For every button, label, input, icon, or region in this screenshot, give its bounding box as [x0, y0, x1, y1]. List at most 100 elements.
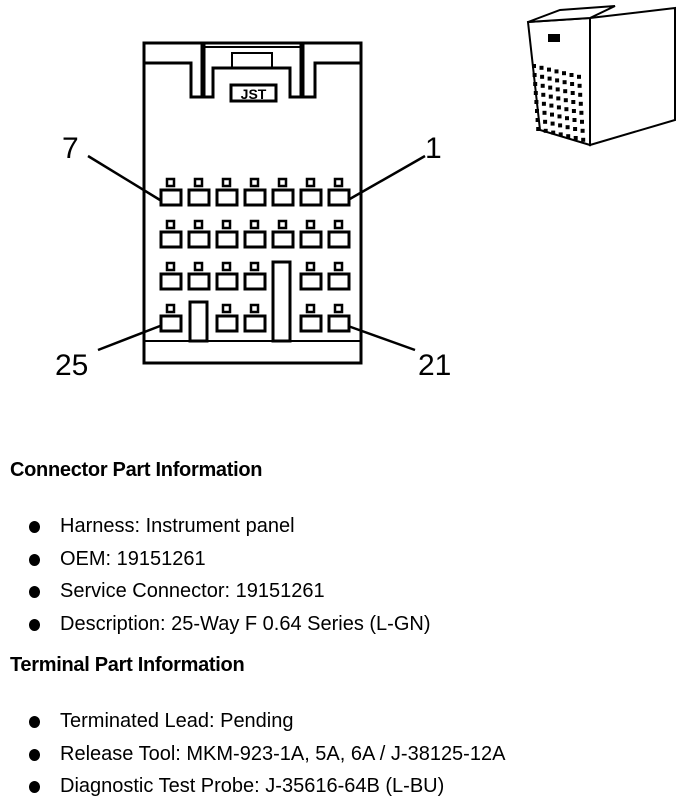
- thumb-cavity: [571, 100, 576, 104]
- terminal-lock-window: [333, 303, 344, 314]
- thumb-cavity: [577, 74, 581, 79]
- thumb-cavity: [570, 82, 575, 86]
- terminal-cavity: [215, 272, 239, 291]
- thumb-cavity: [558, 132, 563, 137]
- thumb-cavity: [547, 76, 552, 81]
- terminal-lock-window: [249, 219, 260, 230]
- thumb-cavity: [565, 116, 569, 121]
- list-item: Release Tool: MKM-923-1A, 5A, 6A / J-381…: [0, 741, 505, 774]
- thumb-cavity: [562, 71, 566, 76]
- list-item: OEM: 19151261: [0, 546, 430, 579]
- connector-info-title: Connector Part Information: [10, 459, 263, 481]
- list-item: Diagnostic Test Probe: J-35616-64B (L-BU…: [0, 773, 505, 806]
- terminal-cavity: [271, 188, 295, 207]
- housing-top-right-band: [300, 61, 361, 99]
- terminal-lock-window: [305, 303, 316, 314]
- terminal-cavity: [299, 230, 323, 249]
- terminal-cavity: [215, 314, 239, 333]
- cavity-grid: [159, 177, 351, 333]
- connector-housing: [142, 41, 363, 365]
- thumb-cavity: [565, 125, 570, 130]
- thumb-cavity: [580, 128, 585, 133]
- terminal-cavity: [299, 188, 323, 207]
- housing-top-left-band: [144, 61, 205, 99]
- bullet-icon: [29, 618, 40, 631]
- connector-face-diagram: JST 7 1 25 21: [55, 41, 451, 382]
- terminal-cavity: [327, 314, 351, 333]
- thumb-cavity: [534, 100, 539, 104]
- thumb-cavity: [573, 127, 578, 131]
- thumb-cavity: [535, 118, 540, 122]
- terminal-lock-window: [165, 303, 176, 314]
- list-item: Description: 25-Way F 0.64 Series (L-GN): [0, 611, 430, 644]
- terminal-cavity: [159, 314, 183, 333]
- brand-label-box: [229, 83, 278, 103]
- terminal-lock-window: [193, 219, 204, 230]
- bullet-icon: [29, 748, 40, 761]
- thumb-cavity: [573, 136, 578, 140]
- terminal-cavity: [243, 314, 267, 333]
- leader-line-pin-7: [87, 154, 161, 202]
- thumb-cavity: [572, 118, 577, 122]
- pin-label-21: 21: [418, 349, 451, 382]
- thumb-cavity: [548, 94, 553, 99]
- terminal-lock-window: [165, 219, 176, 230]
- terminal-lock-window: [333, 219, 344, 230]
- terminal-cavity: [243, 188, 267, 207]
- thumb-cavity: [551, 130, 556, 135]
- terminal-lock-window: [165, 177, 176, 188]
- terminal-lock-window: [249, 177, 260, 188]
- terminal-cavity: [187, 272, 211, 291]
- brand-label: JST: [241, 86, 267, 102]
- terminal-cavity: [327, 272, 351, 291]
- terminal-cavity: [159, 272, 183, 291]
- thumb-cavity: [539, 65, 544, 70]
- pin-label-1: 1: [425, 132, 442, 165]
- thumb-cavity: [556, 105, 561, 110]
- terminal-cavity: [327, 230, 351, 249]
- terminal-lock-window: [305, 177, 316, 188]
- terminal-lock-window: [249, 261, 260, 272]
- terminal-cavity: [243, 230, 267, 249]
- list-item: Service Connector: 19151261: [0, 578, 430, 611]
- polarization-rib-center: [271, 260, 292, 343]
- terminal-lock-window: [221, 177, 232, 188]
- latch: [231, 52, 273, 69]
- thumb-cavity: [535, 109, 539, 113]
- thumb-cavity: [579, 110, 584, 115]
- terminal-lock-window: [221, 219, 232, 230]
- terminal-lock-window: [333, 261, 344, 272]
- thumb-cavity: [533, 91, 538, 95]
- thumb-cavity: [532, 73, 537, 77]
- list-item: Harness: Instrument panel: [0, 513, 430, 546]
- polarization-rib-left: [188, 300, 209, 343]
- terminal-cavity: [299, 314, 323, 333]
- terminal-cavity: [327, 188, 351, 207]
- terminal-cavity: [243, 272, 267, 291]
- thumb-cavity: [533, 82, 538, 86]
- terminal-lock-window: [193, 177, 204, 188]
- leader-line-pin-25: [97, 324, 161, 352]
- terminal-lock-window: [193, 261, 204, 272]
- thumb-cavity: [543, 119, 548, 124]
- pin-label-25: 25: [55, 349, 88, 382]
- terminal-lock-window: [277, 177, 288, 188]
- thumb-cavity: [563, 98, 568, 103]
- thumb-cavity: [556, 96, 561, 101]
- terminal-lock-window: [305, 261, 316, 272]
- thumb-cavity: [562, 80, 567, 85]
- terminal-info-list: Terminated Lead: Pending Release Tool: M…: [0, 708, 505, 806]
- thumb-cavity: [555, 87, 560, 92]
- bullet-icon: [29, 553, 40, 566]
- thumb-cavity: [581, 137, 586, 142]
- thumb-cavity: [549, 103, 554, 108]
- thumb-cavity: [540, 74, 545, 79]
- terminal-cavity: [299, 272, 323, 291]
- leader-line-pin-1: [347, 154, 426, 202]
- terminal-lock-window: [277, 219, 288, 230]
- thumb-cavity: [566, 134, 571, 139]
- list-item: Terminated Lead: Pending: [0, 708, 505, 741]
- bullet-icon: [29, 586, 40, 598]
- thumb-cavity: [554, 69, 559, 74]
- thumb-cavity: [557, 114, 562, 119]
